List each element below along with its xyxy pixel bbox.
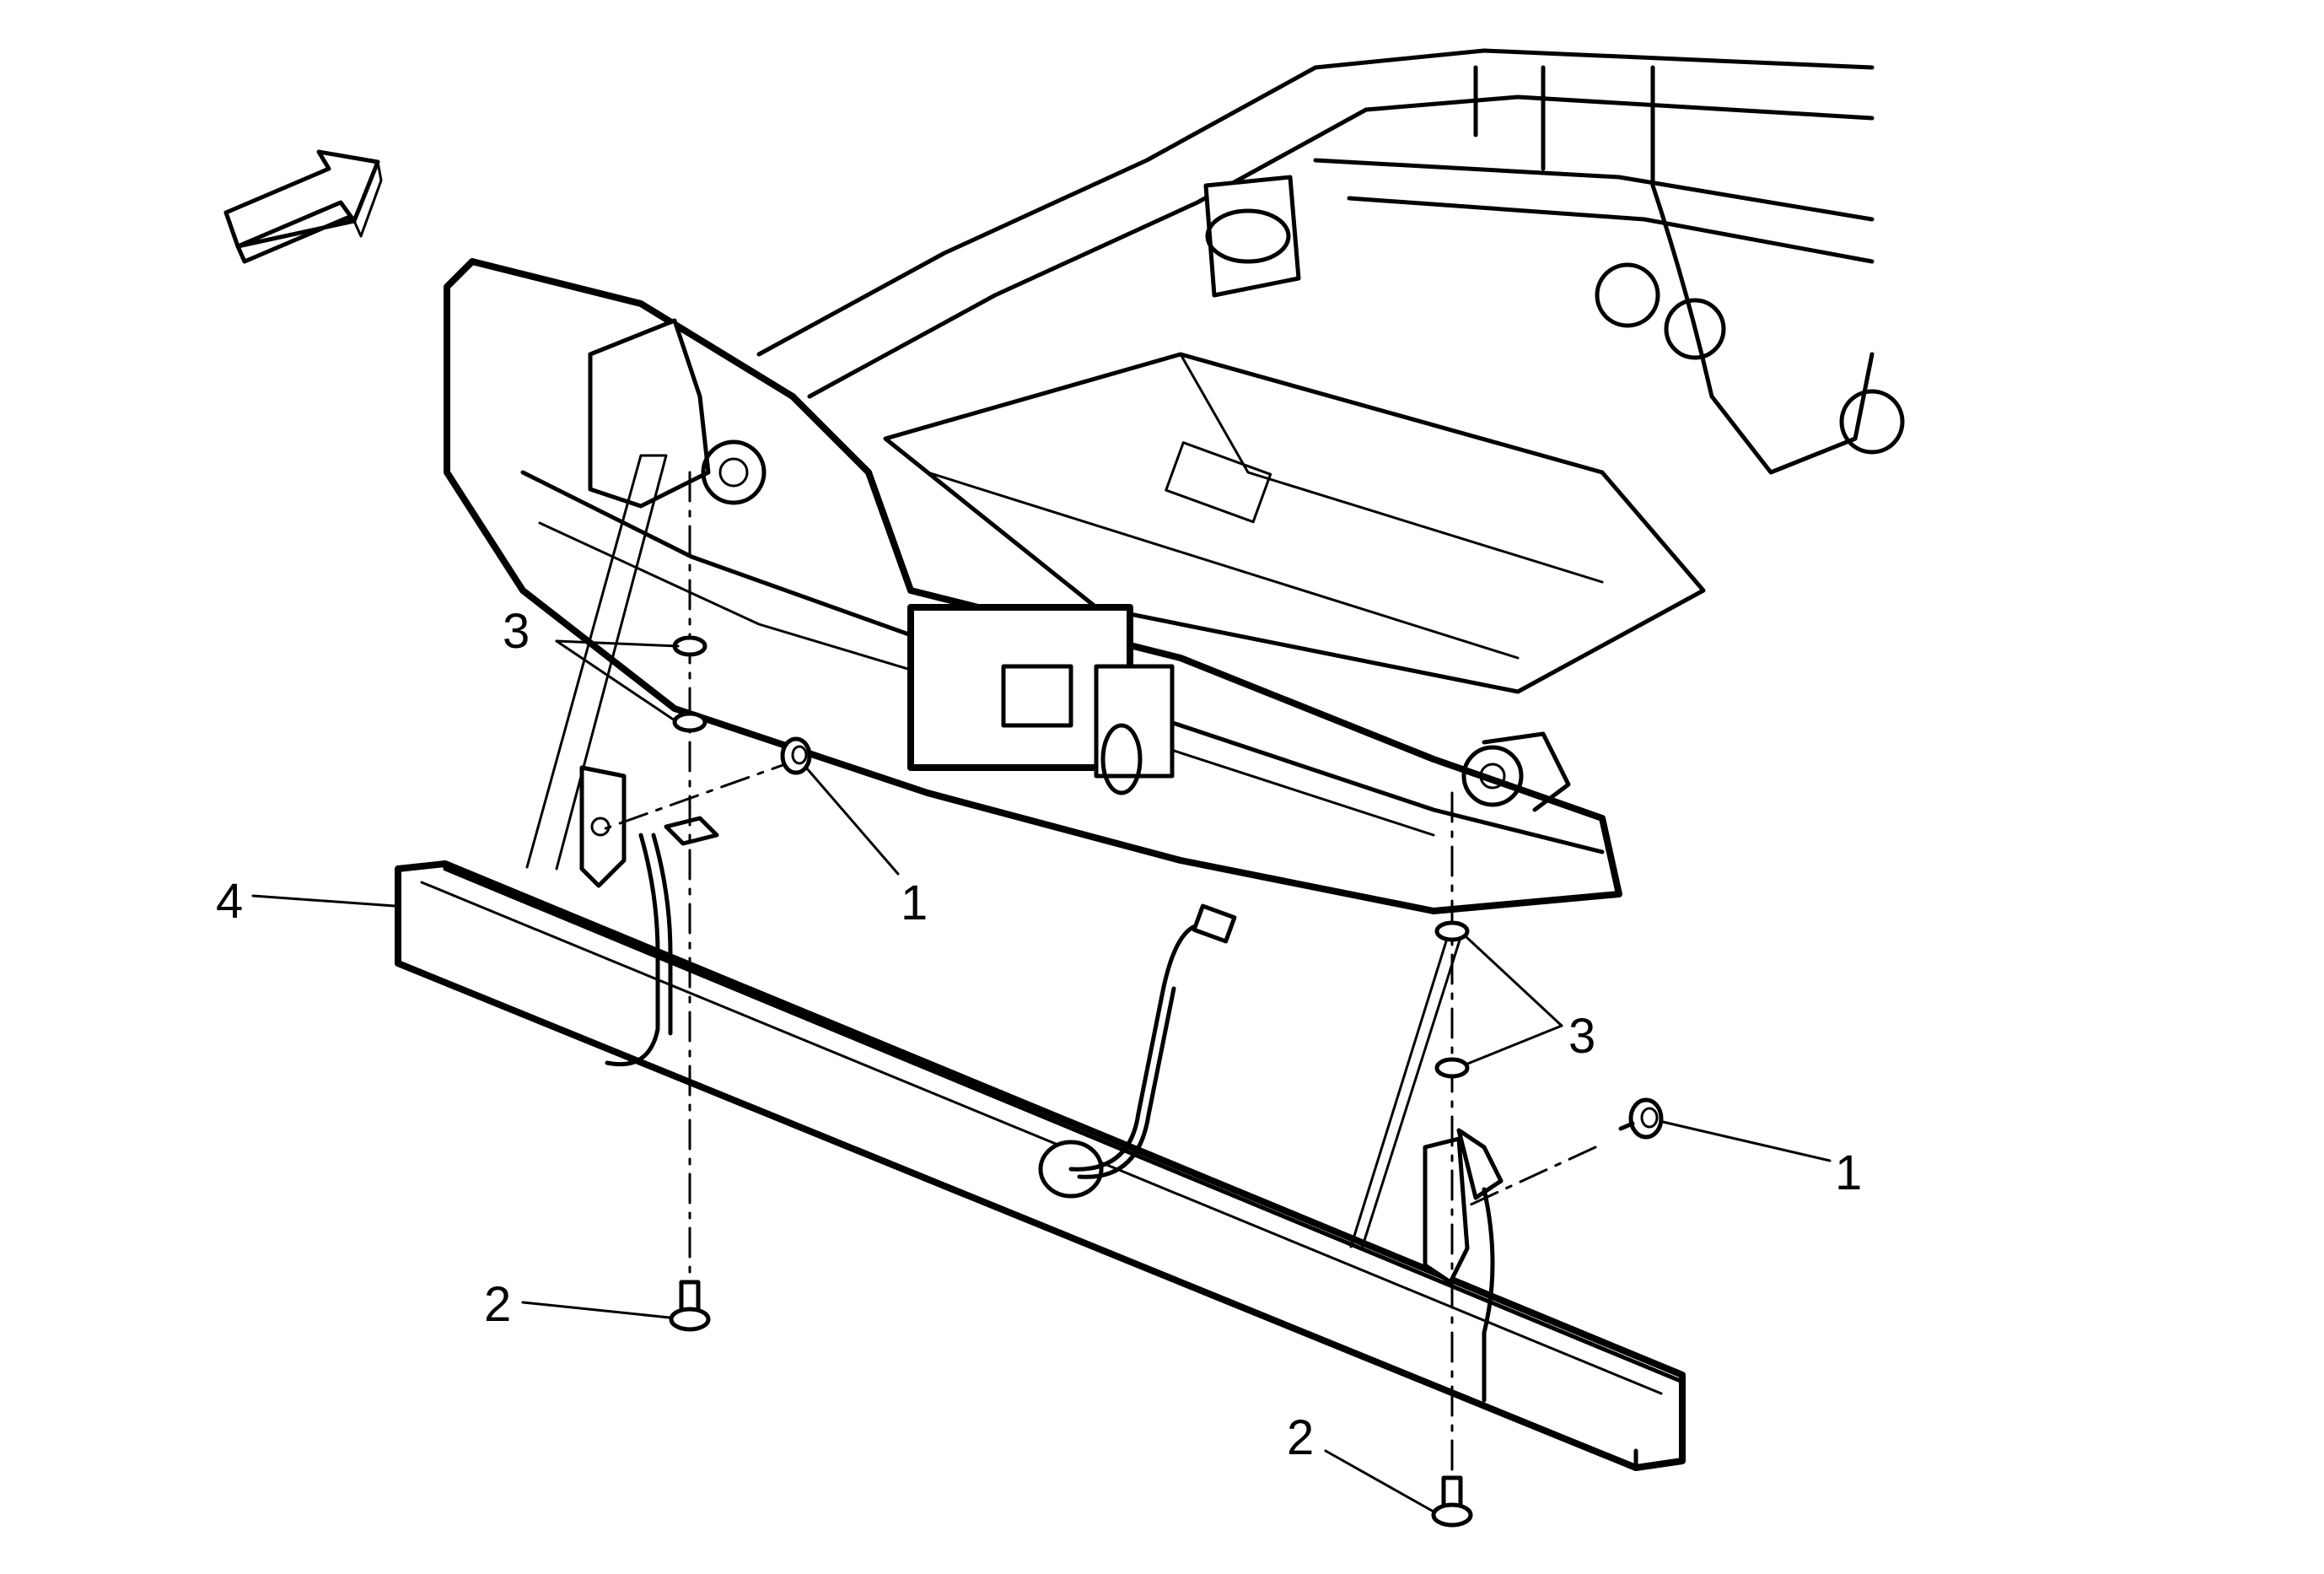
callout-3-left: 3 <box>503 604 530 659</box>
washers <box>672 635 1470 1079</box>
washer-right-upper <box>1434 920 1470 942</box>
fastener-1-right-icon <box>1618 1097 1664 1140</box>
callout-leaders <box>251 639 1832 1513</box>
wiring-harness <box>1068 903 1237 1179</box>
bolts <box>669 1280 1473 1528</box>
direction-arrow-icon <box>223 149 383 264</box>
callout-4: 4 <box>216 874 243 929</box>
washer-right-lower <box>1434 1057 1470 1079</box>
fasteners <box>780 736 1664 1140</box>
vehicle-frame <box>444 48 1905 914</box>
fastener-1-left-icon <box>780 736 812 775</box>
left-bracket <box>579 765 719 1067</box>
callout-1-right: 1 <box>1835 1145 1862 1200</box>
alignment-lines <box>597 471 1597 1478</box>
washer-left-lower <box>672 711 707 733</box>
callout-3-right: 3 <box>1568 1009 1595 1064</box>
crossbar <box>395 860 1686 1471</box>
callout-2-right: 2 <box>1287 1410 1314 1465</box>
bolt-2-right-icon <box>1431 1475 1473 1528</box>
callout-labels: 3 1 4 3 1 2 2 <box>216 604 1862 1465</box>
callout-2-left: 2 <box>484 1277 511 1332</box>
callout-1-left: 1 <box>901 876 928 930</box>
bolt-2-left-icon <box>669 1280 711 1332</box>
